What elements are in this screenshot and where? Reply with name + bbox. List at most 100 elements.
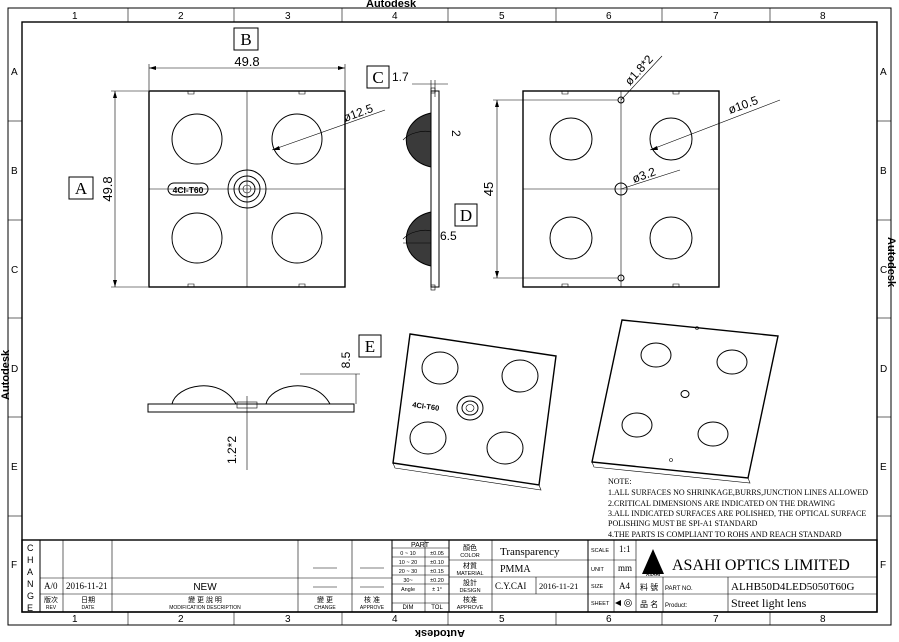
change-letter: A	[27, 567, 33, 577]
side-view: 1.7 C 2 D 6.5	[366, 65, 478, 291]
material-value: PMMA	[500, 564, 531, 575]
part-no-label-en: PART NO.	[665, 586, 693, 592]
row-label: A	[880, 67, 887, 78]
back-lens-diameter: ø10.5	[726, 93, 760, 117]
col-label: 6	[606, 614, 612, 625]
col-label: 5	[499, 11, 505, 22]
row-label: E	[880, 462, 887, 473]
company-logo-icon: ASAHI	[642, 549, 664, 577]
rev-header-en: REV	[46, 605, 57, 611]
tolerance-value: ±0.15	[430, 569, 444, 575]
row-label: D	[880, 364, 887, 375]
note-line: 2.CRITICAL DIMENSIONS ARE INDICATED ON T…	[608, 499, 835, 508]
center-hole-dimension: ø3.2	[630, 164, 658, 185]
col-label: 4	[392, 614, 398, 625]
change-letter: N	[27, 579, 34, 589]
design-label-en: DESIGN	[459, 588, 480, 594]
title-block: C H A N G E A/0 2016-11-21 NEW 版次 REV 日期…	[21, 539, 878, 613]
section-view: 8.5 E 1.2*2	[147, 334, 382, 470]
col-label: 3	[285, 11, 291, 22]
material-label-en: MATERIAL	[456, 571, 483, 577]
tolerance-value: ±0.05	[430, 551, 444, 557]
part-no-label-cn: 料 號	[640, 582, 658, 592]
tolerance-part-label: PART	[411, 542, 430, 549]
desc-header-en: MODIFICATION DESCRIPTION	[169, 605, 241, 611]
section-height-dimension: 8.5	[339, 351, 353, 368]
product-name: Street light lens	[731, 596, 807, 610]
change-vertical: C H A N G E	[27, 543, 34, 613]
tolerance-range: 0 ~ 10	[400, 551, 415, 557]
date-header-cn: 日期	[81, 596, 95, 604]
tolerance-range: Angle	[401, 587, 415, 593]
part-number: ALHB50D4LED5050T60G	[731, 581, 854, 593]
back-view: ø1.8*2 ø10.5 ø3.2 45	[481, 52, 781, 288]
pitch-dimension: 45	[481, 182, 496, 196]
rev-header-cn: 版次	[44, 595, 58, 604]
dome-dimension: 6.5	[440, 229, 457, 243]
width-dimension: 49.8	[234, 54, 259, 69]
row-label: C	[880, 265, 887, 276]
change-letter: C	[27, 543, 34, 553]
approve-label-en: APPROVE	[457, 605, 484, 611]
watermark: Autodesk	[885, 237, 897, 288]
tolerance-range: 20 ~ 30	[399, 569, 418, 575]
change-letter: E	[27, 603, 33, 613]
col-label: 5	[499, 614, 505, 625]
dim-label: DIM	[403, 605, 414, 611]
row-label: E	[11, 462, 18, 473]
rev-value: A/0	[44, 581, 58, 591]
design-date: 2016-11-21	[539, 581, 578, 591]
company-name: ASAHI OPTICS LIMITED	[672, 557, 850, 574]
scale-value: 1:1	[619, 544, 631, 554]
change-letter: H	[27, 555, 34, 565]
change-letter: G	[27, 591, 34, 601]
iso-back-view	[591, 319, 779, 484]
scale-label: SCALE	[591, 548, 609, 554]
height-dimension: 49.8	[100, 176, 115, 201]
note-line: 3.ALL INDICATED SURFACES ARE POLISHED, T…	[608, 509, 866, 518]
top-dimension: 1.7	[392, 70, 409, 84]
design-label-cn: 設計	[463, 578, 477, 587]
desc-header-cn: 變 更 說 明	[188, 595, 222, 604]
tolerance-value: ±0.20	[430, 578, 444, 584]
view-tag-a: A	[75, 179, 88, 198]
color-label-cn: 顏色	[463, 543, 477, 552]
row-label: C	[11, 265, 18, 276]
approve-label-cn: 核准	[463, 595, 477, 604]
sheet-label: SHEET	[591, 601, 610, 607]
col-label: 8	[820, 11, 826, 22]
row-label: B	[880, 166, 887, 177]
projection-symbol-icon	[615, 599, 632, 607]
col-label: 7	[713, 614, 719, 625]
row-label: A	[11, 67, 18, 78]
note-line: 1.ALL SURFACES NO SHRINKAGE,BURRS,JUNCTI…	[608, 488, 868, 497]
notes-title: NOTE:	[608, 477, 632, 486]
thickness-dimension: 2	[449, 130, 463, 137]
logo-text: ASAHI	[646, 572, 660, 577]
note-line: 4.THE PARTS IS COMPLIANT TO ROHS AND REA…	[608, 530, 842, 539]
unit-label: UNIT	[591, 567, 604, 573]
col-label: 1	[72, 614, 78, 625]
product-label-cn: 品 名	[640, 599, 658, 609]
unit-value: mm	[618, 563, 632, 573]
tol-label: TOL	[431, 605, 443, 611]
change-header-en: CHANGE	[314, 605, 336, 611]
watermark: Autodesk	[414, 627, 465, 637]
note-line: POLISHING MUST BE SPI-A1 STANDARD	[608, 519, 758, 528]
col-label: 1	[72, 11, 78, 22]
row-label: B	[11, 166, 18, 177]
iso-front-view: 4CI-T60	[392, 333, 557, 491]
tolerance-range: 10 ~ 20	[399, 560, 418, 566]
change-header-cn: 變 更	[317, 595, 333, 604]
date-header-en: DATE	[82, 605, 96, 611]
notes-block: NOTE: 1.ALL SURFACES NO SHRINKAGE,BURRS,…	[608, 477, 868, 539]
approve-header-cn: 核 准	[364, 595, 380, 604]
approve-header-en: APPROVE	[360, 605, 385, 611]
grid-labels: 1 2 3 4 5 6 7 8 1 2 3 4 5 6 7 8 A B C D …	[11, 11, 887, 625]
row-label: D	[11, 364, 18, 375]
row-label: F	[880, 560, 886, 571]
col-label: 6	[606, 11, 612, 22]
